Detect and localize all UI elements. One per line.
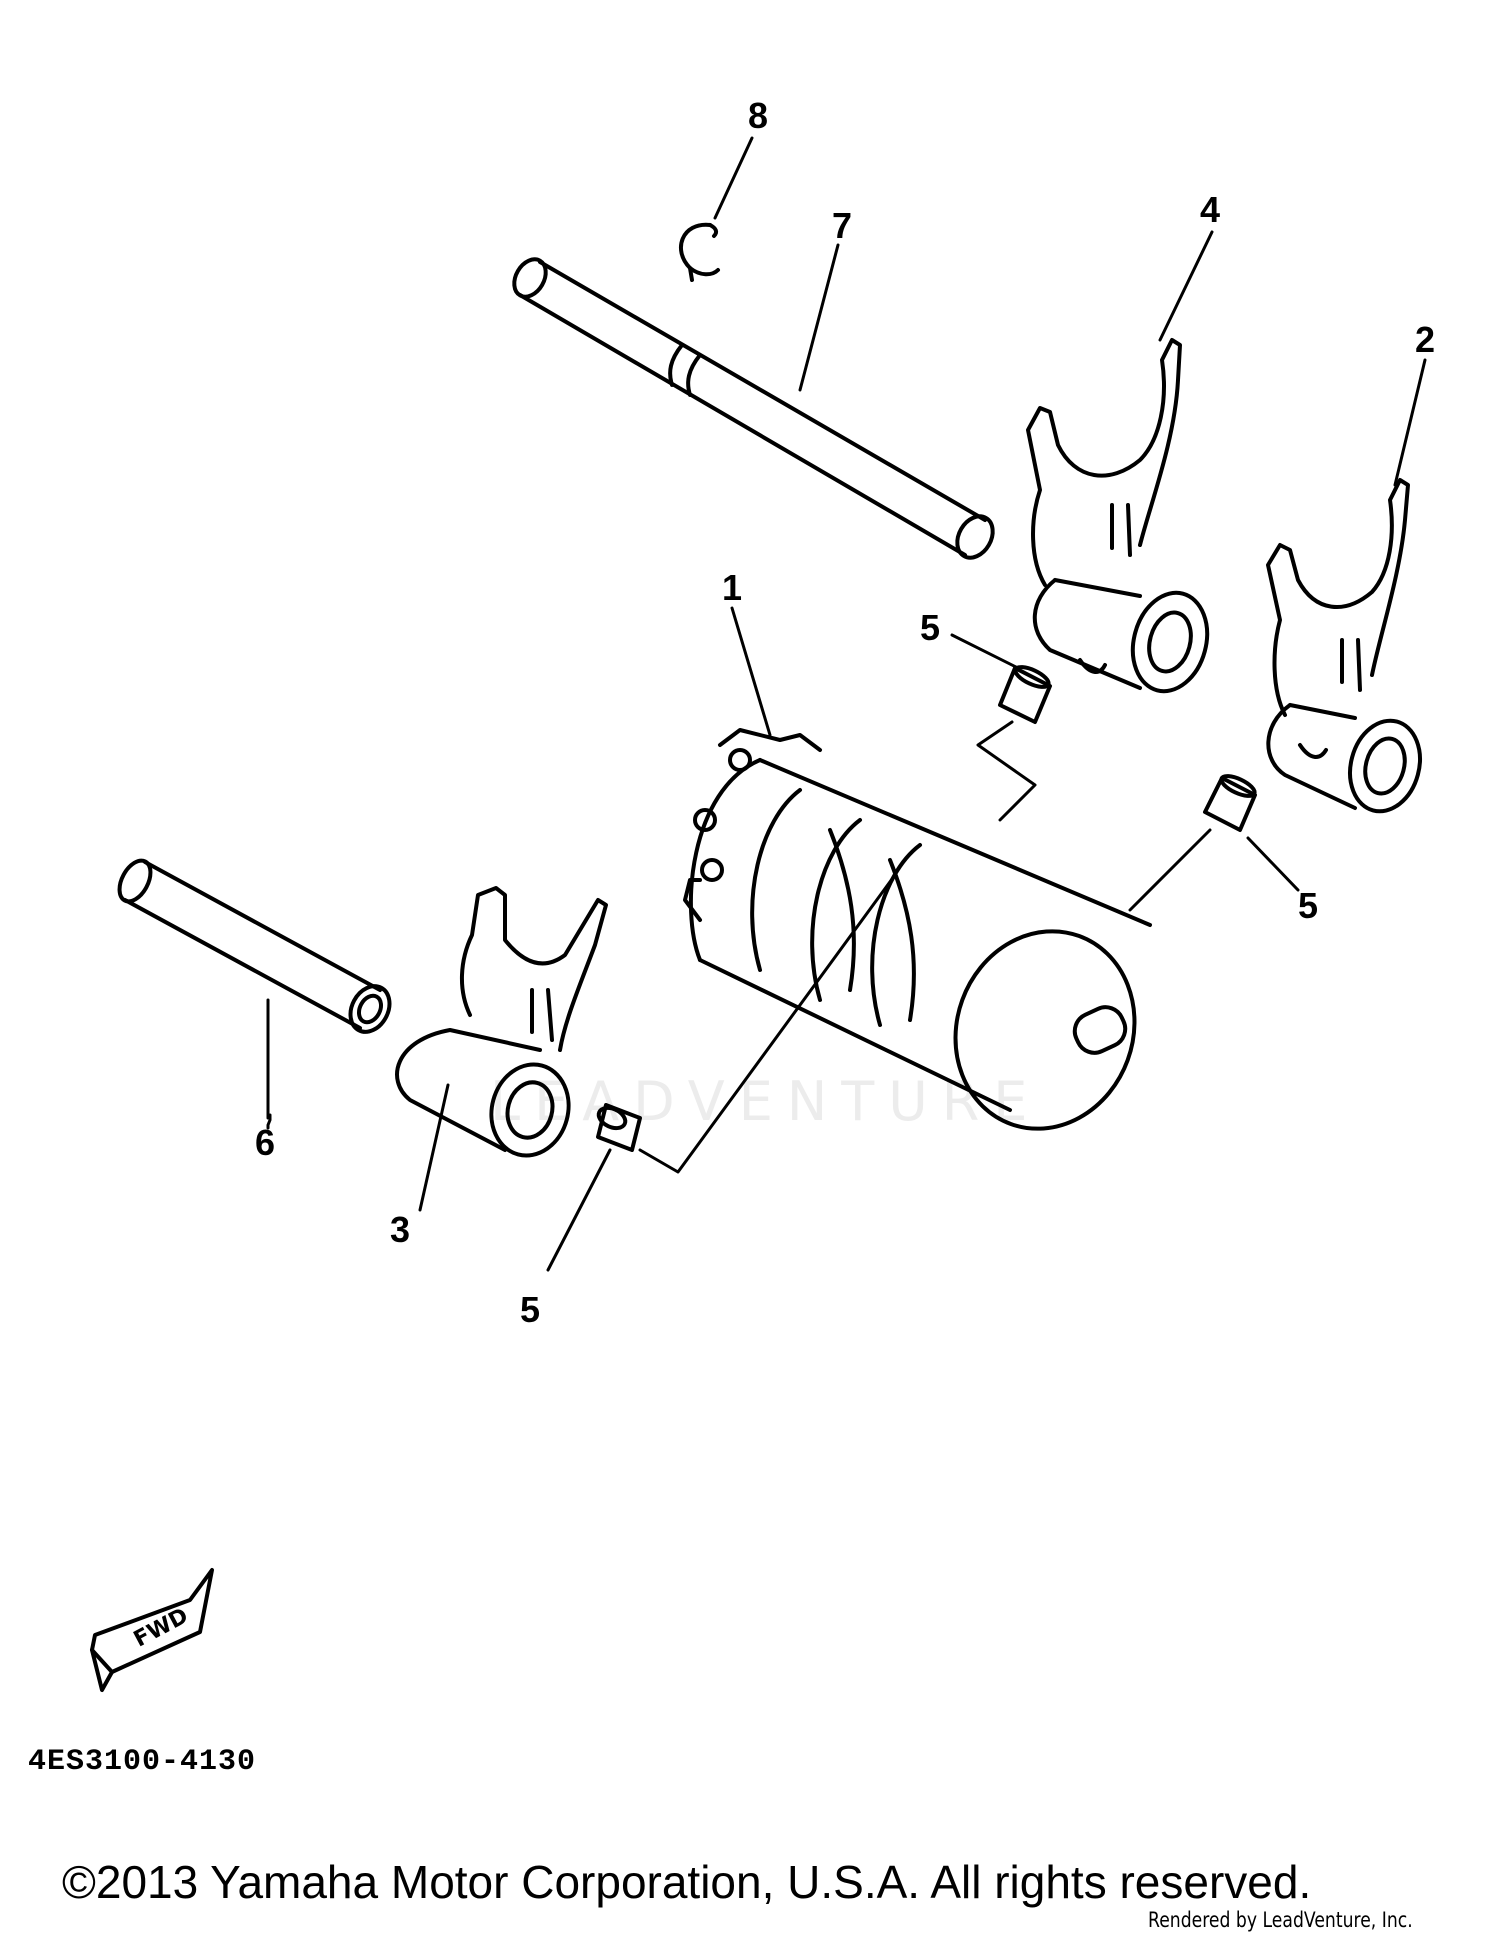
callout-7: 7 bbox=[832, 205, 852, 246]
leader-line-5c bbox=[546, 1148, 612, 1272]
callout-4: 4 bbox=[1200, 189, 1220, 230]
rendered-by-credit: Rendered by LeadVenture, Inc. bbox=[1148, 1908, 1413, 1932]
leader-line-6 bbox=[266, 1113, 272, 1130]
leadventure-watermark: LEADVENTURE bbox=[490, 1070, 1042, 1133]
leader-line-8 bbox=[713, 136, 754, 220]
callout-5-lower: 5 bbox=[520, 1289, 540, 1330]
shift-fork-4 bbox=[1026, 338, 1210, 694]
assembly-line-right-pin bbox=[1128, 828, 1212, 912]
callout-5-upper: 5 bbox=[920, 607, 940, 648]
callout-5-right: 5 bbox=[1298, 885, 1318, 926]
guide-bar-short bbox=[117, 858, 392, 1034]
leader-line-1 bbox=[730, 606, 772, 737]
circlip bbox=[679, 222, 720, 282]
fwd-arrow-icon bbox=[90, 1568, 214, 1692]
callout-2: 2 bbox=[1415, 319, 1435, 360]
shift-drum-assembly bbox=[683, 728, 1152, 1131]
guide-bar-long bbox=[512, 257, 995, 560]
callout-3: 3 bbox=[390, 1209, 410, 1250]
callout-6: 6 bbox=[255, 1122, 275, 1163]
assembly-line-lower-pin bbox=[638, 873, 897, 1174]
leader-line-5a bbox=[950, 633, 1020, 670]
shift-fork-2 bbox=[1266, 478, 1422, 814]
assembly-line-upper-pin bbox=[976, 720, 1037, 822]
leader-line-4 bbox=[1158, 230, 1214, 342]
copyright-notice: ©2013 Yamaha Motor Corporation, U.S.A. A… bbox=[62, 1856, 1312, 1908]
callout-8: 8 bbox=[748, 95, 768, 136]
guide-pin-right bbox=[1203, 774, 1257, 832]
callout-1: 1 bbox=[722, 567, 742, 608]
leader-line-5b bbox=[1246, 836, 1300, 892]
shift-fork-3 bbox=[395, 886, 608, 1158]
leader-line-7 bbox=[798, 243, 840, 392]
leader-line-2 bbox=[1393, 358, 1427, 487]
guide-pin-lower bbox=[596, 1103, 642, 1152]
diagram-part-code: 4ES3100-4130 bbox=[28, 1745, 257, 1779]
guide-pin-upper bbox=[998, 665, 1052, 724]
leader-line-3 bbox=[418, 1083, 450, 1212]
